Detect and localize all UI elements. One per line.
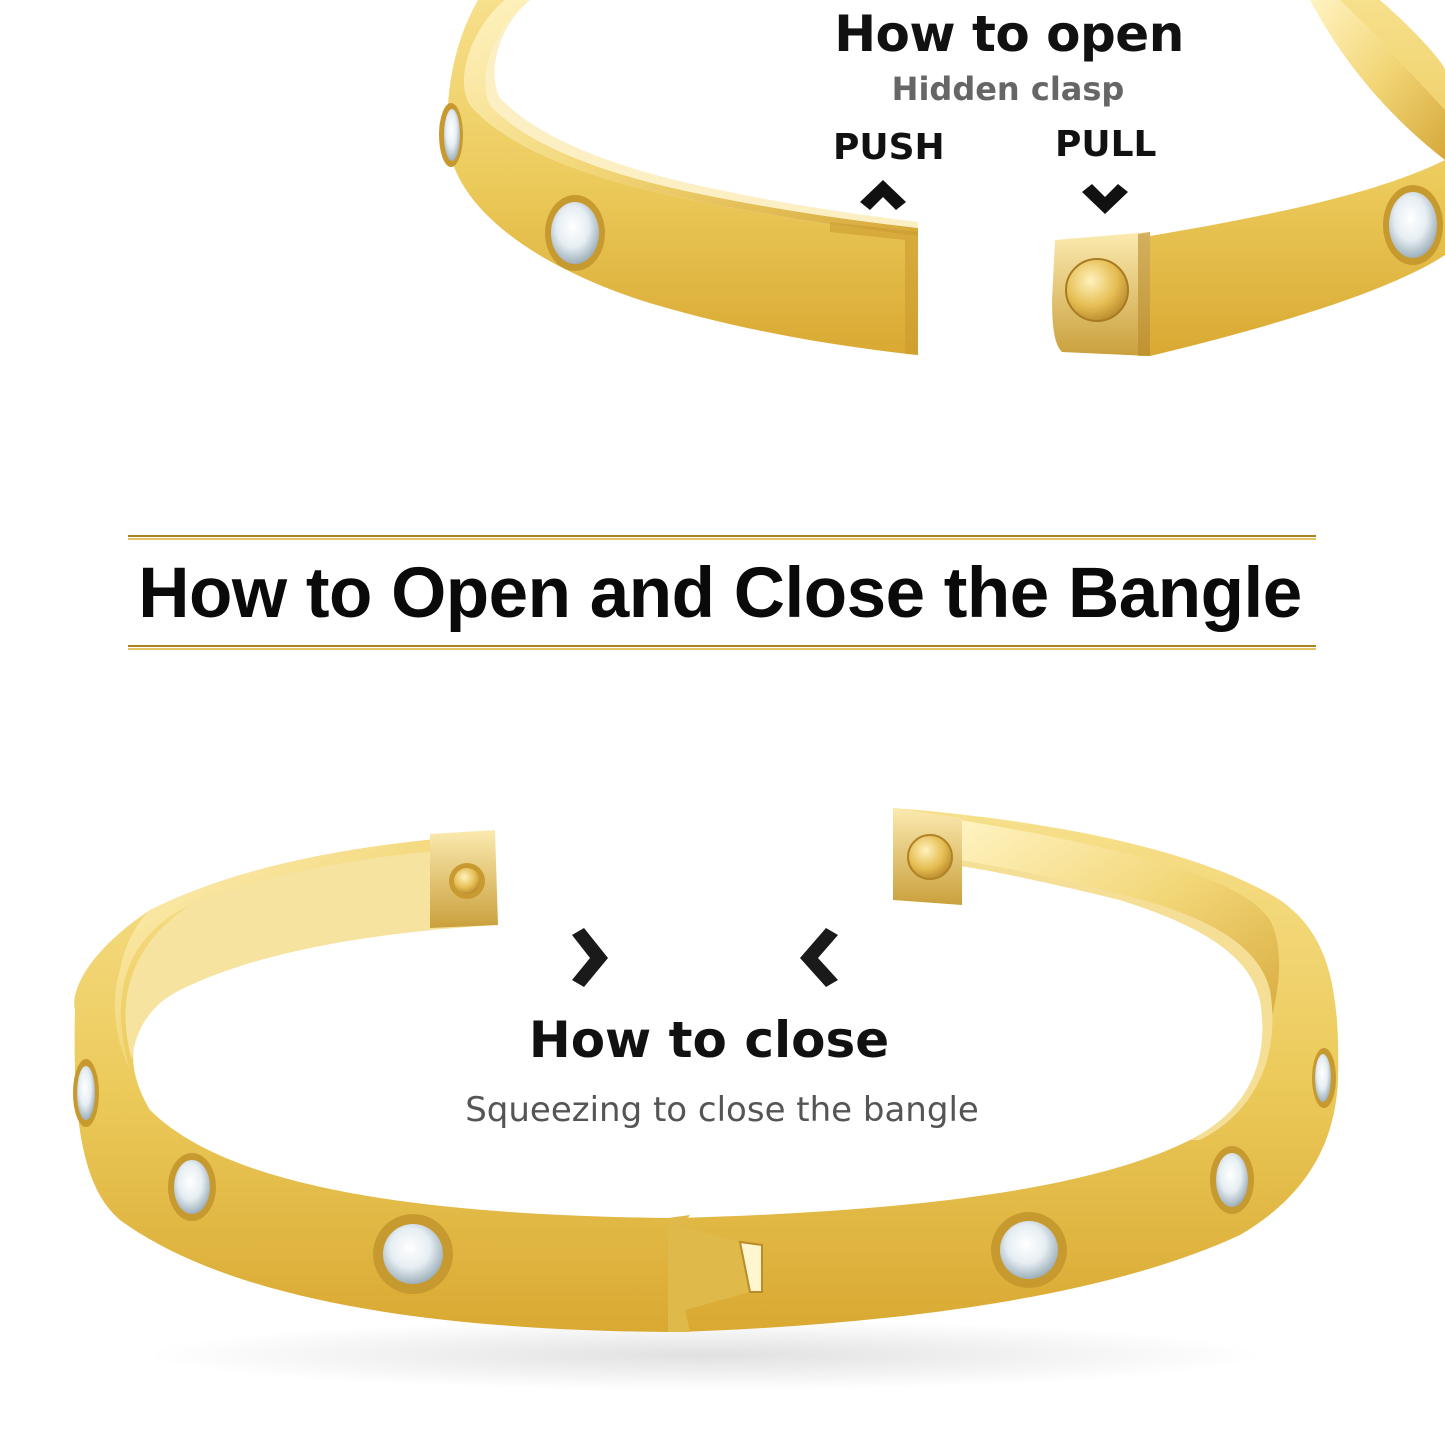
crystal-gem xyxy=(168,1153,216,1221)
closing-bangle xyxy=(73,808,1339,1390)
banner-title: How to Open and Close the Bangle xyxy=(138,554,1302,633)
chevron-left-icon xyxy=(800,928,838,987)
crystal-gem xyxy=(1312,1048,1336,1108)
crystal-gem xyxy=(73,1059,99,1127)
chevron-right-icon xyxy=(572,928,608,987)
chevron-down-icon xyxy=(1082,184,1128,214)
hidden-clasp-subtitle: Hidden clasp xyxy=(891,70,1125,108)
crystal-gem xyxy=(1210,1146,1254,1214)
crystal-gem xyxy=(373,1214,453,1294)
crystal-gem xyxy=(1383,185,1443,265)
crystal-gem xyxy=(439,103,463,167)
open-bangle xyxy=(439,0,1445,356)
how-to-open-title: How to open xyxy=(834,5,1184,63)
how-to-close-title: How to close xyxy=(528,1011,890,1069)
crystal-gem xyxy=(545,195,605,271)
push-label: PUSH xyxy=(833,127,945,168)
banner-lines xyxy=(128,535,1316,650)
squeeze-subtitle: Squeezing to close the bangle xyxy=(465,1090,979,1130)
pull-label: PULL xyxy=(1055,124,1157,165)
crystal-gem xyxy=(991,1212,1067,1288)
chevron-up-icon xyxy=(860,180,906,210)
